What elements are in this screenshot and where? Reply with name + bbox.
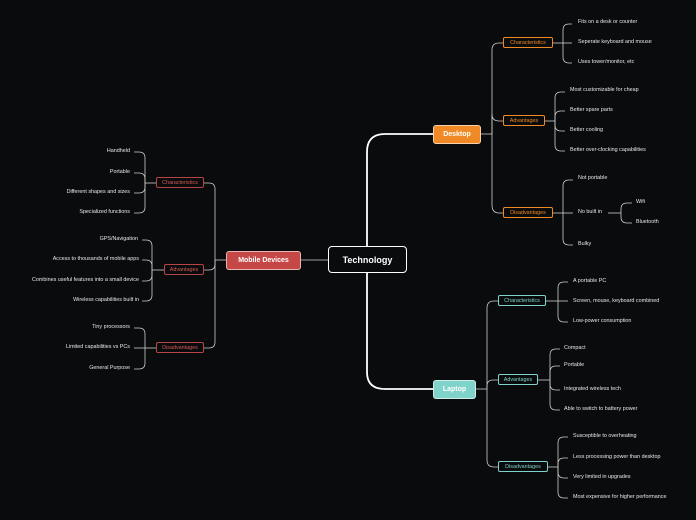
laptop-adv-item[interactable]: Able to switch to battery power (564, 406, 638, 412)
mobile-advantages[interactable]: Advantages (164, 264, 204, 275)
no-built-in-item[interactable]: Wifi (636, 199, 645, 205)
desktop-disadvantages[interactable]: Disadvantages (503, 207, 553, 218)
laptop-adv-item[interactable]: Compact (564, 345, 586, 351)
mobile-char-item[interactable]: Handheld (106, 148, 130, 154)
desktop-disadv-item[interactable]: Bulky (578, 241, 592, 247)
mobile-disadvantages[interactable]: Disadvantages (156, 342, 204, 353)
desktop-char-item[interactable]: Uses tower/monitor, etc (578, 59, 635, 65)
desktop-char-item[interactable]: Fits on a desk or counter (578, 19, 638, 25)
laptop-adv-item[interactable]: Integrated wireless tech (564, 386, 621, 392)
laptop-disadv-item[interactable]: Most expensive for higher performance (573, 494, 667, 500)
desktop-char-item[interactable]: Seperate keyboard and mouse (578, 39, 652, 45)
mobile-adv-item[interactable]: Combines useful features into a small de… (32, 277, 139, 283)
laptop-characteristics[interactable]: Characteristics (498, 295, 546, 306)
topic-desktop[interactable]: Desktop (433, 125, 481, 144)
mobile-adv-item[interactable]: GPS/Navigation (99, 236, 138, 242)
mobile-char-item[interactable]: Portable (109, 169, 130, 175)
desktop-advantages[interactable]: Advantages (503, 115, 545, 126)
laptop-disadv-item[interactable]: Less processing power than desktop (573, 454, 661, 460)
laptop-char-item[interactable]: Low-power consumption (573, 318, 632, 324)
desktop-characteristics[interactable]: Characteristics (503, 37, 553, 48)
mobile-disadv-item[interactable]: Limited capabilities vs PCs (65, 344, 130, 350)
desktop-disadv-item[interactable]: Not portable (578, 175, 608, 181)
desktop-disadv-item[interactable]: No built in (578, 209, 602, 215)
laptop-disadv-item[interactable]: Susceptible to overheating (573, 433, 637, 439)
mobile-disadv-item[interactable]: General Purpose (89, 365, 130, 371)
mobile-characteristics[interactable]: Characteristics (156, 177, 204, 188)
no-built-in-item[interactable]: Bluetooth (636, 219, 659, 225)
mobile-disadv-item[interactable]: Tiny processors (92, 324, 130, 330)
topic-laptop[interactable]: Laptop (433, 380, 476, 399)
mobile-adv-item[interactable]: Wireless capabilities built in (73, 297, 139, 303)
laptop-disadv-item[interactable]: Very limited in upgrades (573, 474, 631, 480)
topic-mobile-devices[interactable]: Mobile Devices (226, 251, 301, 270)
mobile-adv-item[interactable]: Access to thousands of mobile apps (52, 256, 139, 262)
desktop-adv-item[interactable]: Better cooling (570, 127, 603, 133)
laptop-adv-item[interactable]: Portable (564, 362, 585, 368)
mobile-char-item[interactable]: Different shapes and sizes (66, 189, 130, 195)
desktop-adv-item[interactable]: Most customizable for cheap (570, 87, 639, 93)
mobile-char-item[interactable]: Specialized functions (79, 209, 130, 215)
laptop-char-item[interactable]: A portable PC (573, 278, 607, 284)
root-topic-technology[interactable]: Technology (328, 246, 407, 273)
desktop-adv-item[interactable]: Better spare parts (570, 107, 613, 113)
laptop-advantages[interactable]: Advantages (498, 374, 538, 385)
desktop-adv-item[interactable]: Better over-clocking capabilities (570, 147, 646, 153)
laptop-disadvantages[interactable]: Disadvantages (498, 461, 548, 472)
laptop-char-item[interactable]: Screen, mouse, keyboard combined (573, 298, 660, 304)
